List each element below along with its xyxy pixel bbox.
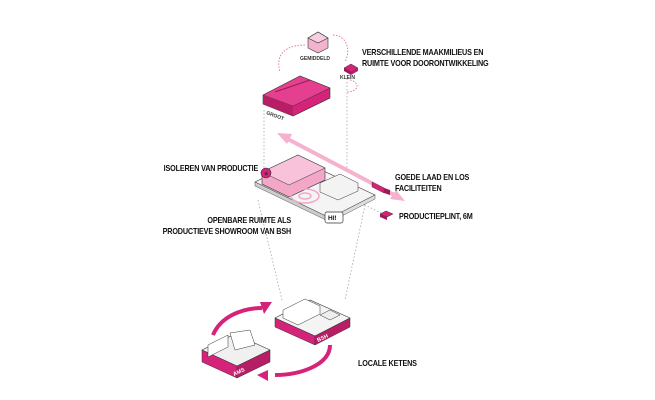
cycle-arrows [278, 34, 358, 93]
guide-lines [257, 75, 386, 301]
star-marker-icon [260, 167, 272, 179]
truck-icon [371, 181, 390, 195]
bsh-block: BSH [274, 298, 351, 346]
klein-block: KLEIN [340, 63, 359, 81]
label-laad-los: GOEDE LAAD EN LOS FACILITEITEN [395, 172, 470, 193]
ams-block: AMS [201, 329, 271, 379]
gemiddeld-label: GEMIDDELD [300, 56, 330, 62]
groot-block: GROOT [262, 75, 331, 122]
bsh-label: BSH [316, 333, 329, 343]
label-openbare-ruimte: OPENBARE RUIMTE ALS PRODUCTIEVE SHOWROOM… [162, 215, 292, 236]
label-maakmilieus: VERSCHILLENDE MAAKMILIEUS EN RUIMTE VOOR… [362, 47, 489, 68]
groot-label: GROOT [265, 110, 284, 122]
bsh-platform: ★ [254, 154, 376, 223]
klein-label: KLEIN [340, 75, 355, 81]
local-chain-arrows [211, 306, 332, 377]
gemiddeld-block: GEMIDDELD [300, 31, 330, 62]
label-productieplint: PRODUCTIEPLINT, 6M [399, 211, 473, 221]
ams-label: AMS [232, 367, 246, 378]
svg-text:★: ★ [264, 171, 269, 178]
label-locale-ketens: LOCALE KETENS [358, 358, 417, 368]
speech-text: HI! [328, 215, 337, 222]
label-isoleren: ISOLEREN VAN PRODUCTIE [163, 163, 259, 173]
speech-bubble: HI! [324, 211, 344, 224]
productieplint-marker [379, 210, 394, 220]
